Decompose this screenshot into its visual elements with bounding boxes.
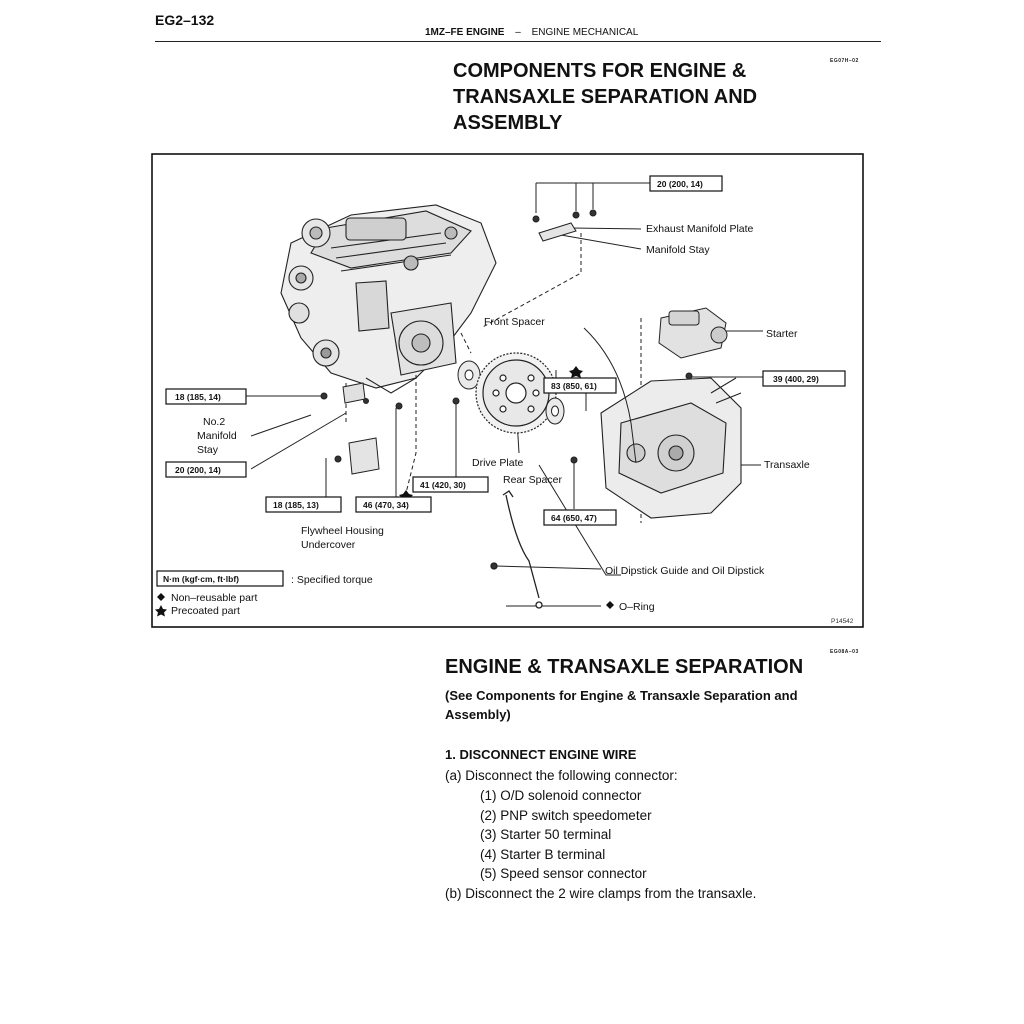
oil-dipstick-drawing [490, 490, 543, 609]
list-item: (5) Speed sensor connector [480, 866, 647, 881]
engine-drawing [280, 204, 497, 394]
legend-diamond-icon [157, 593, 165, 601]
cable-drawing [583, 327, 637, 464]
torque-drive-plate-bolt: 41 (420, 30) [420, 480, 466, 490]
separation-code: EG08A–03 [830, 649, 859, 655]
components-title: COMPONENTS FOR ENGINE & TRANSAXLE SEPARA… [453, 60, 758, 134]
header-engine: 1MZ–FE ENGINE [425, 27, 505, 38]
label-oil-dipstick: Oil Dipstick Guide and Oil Dipstick [605, 565, 765, 577]
star-symbol [569, 366, 583, 378]
list-item: (1) O/D solenoid connector [480, 788, 642, 803]
torque-no2-stay-lower: 20 (200, 14) [175, 465, 221, 475]
legend-precoated: Precoated part [171, 605, 240, 617]
part-labels: Exhaust Manifold Plate Manifold Stay Fro… [197, 223, 810, 613]
header-rule [155, 41, 881, 42]
step-1a-text: (a) Disconnect the following connector: [445, 768, 678, 783]
torque-drive-plate-star: 83 (850, 61) [551, 381, 597, 391]
label-no2-manifold-stay-line1: No.2 [203, 416, 225, 428]
label-no2-manifold-stay-line3: Stay [197, 444, 219, 456]
torque-values: 20 (200, 14) 39 (400, 29) 83 (850, 61) 1… [163, 179, 819, 584]
label-transaxle: Transaxle [764, 459, 810, 471]
label-o-ring: O–Ring [619, 601, 655, 613]
rear-spacer-drawing [545, 397, 565, 425]
label-exhaust-manifold-plate: Exhaust Manifold Plate [646, 223, 754, 235]
torque-starter: 39 (400, 29) [773, 374, 819, 384]
list-item: (2) PNP switch speedometer [480, 807, 652, 823]
step-1b-text: (b) Disconnect the 2 wire clamps from th… [445, 886, 757, 901]
front-spacer-drawing [457, 360, 481, 390]
starter-drawing [658, 307, 728, 380]
torque-no2-stay-upper: 18 (185, 14) [175, 392, 221, 402]
torque-center-bolt: 46 (470, 34) [363, 500, 409, 510]
small-parts [320, 382, 578, 475]
separation-subtitle: (See Components for Engine & Transaxle S… [445, 688, 798, 722]
header-separator: – [515, 27, 521, 38]
connector-list: (1) O/D solenoid connector (2) PNP switc… [480, 786, 652, 884]
label-drive-plate: Drive Plate [472, 457, 524, 469]
torque-transaxle-bolt: 64 (650, 47) [551, 513, 597, 523]
running-header: 1MZ–FE ENGINE – ENGINE MECHANICAL [425, 27, 638, 38]
label-manifold-stay: Manifold Stay [646, 244, 710, 256]
figure-id: P14542 [831, 618, 854, 625]
label-front-spacer: Front Spacer [484, 316, 545, 328]
torque-undercover: 18 (185, 13) [273, 500, 319, 510]
manifold-plate-drawing [532, 209, 597, 242]
components-code: EG07H–02 [830, 58, 859, 64]
legend-torque-desc: : Specified torque [291, 574, 373, 586]
label-flywheel-housing-line1: Flywheel Housing [301, 525, 384, 537]
components-diagram: 20 (200, 14) 39 (400, 29) 83 (850, 61) 1… [151, 153, 864, 628]
torque-manifold-plate: 20 (200, 14) [657, 179, 703, 189]
label-rear-spacer: Rear Spacer [503, 474, 562, 486]
page-number: EG2–132 [155, 12, 215, 28]
diamond-symbol [606, 601, 614, 609]
label-flywheel-housing-line2: Undercover [301, 539, 356, 551]
list-item: (4) Starter B terminal [480, 846, 606, 862]
legend-torque-unit: N·m (kgf·cm, ft·lbf) [163, 574, 239, 584]
label-starter: Starter [766, 328, 798, 340]
legend-non-reusable: Non–reusable part [171, 592, 257, 604]
list-item: (3) Starter 50 terminal [480, 827, 612, 842]
step-1-heading: 1. DISCONNECT ENGINE WIRE [445, 747, 637, 762]
torque-boxes [156, 175, 846, 587]
label-no2-manifold-stay-line2: Manifold [197, 430, 237, 442]
header-section: ENGINE MECHANICAL [531, 27, 639, 38]
transaxle-drawing [600, 377, 742, 519]
legend: : Specified torque Non–reusable part Pre… [155, 574, 373, 617]
separation-title: ENGINE & TRANSAXLE SEPARATION [445, 656, 804, 678]
legend-star-icon [155, 605, 167, 617]
